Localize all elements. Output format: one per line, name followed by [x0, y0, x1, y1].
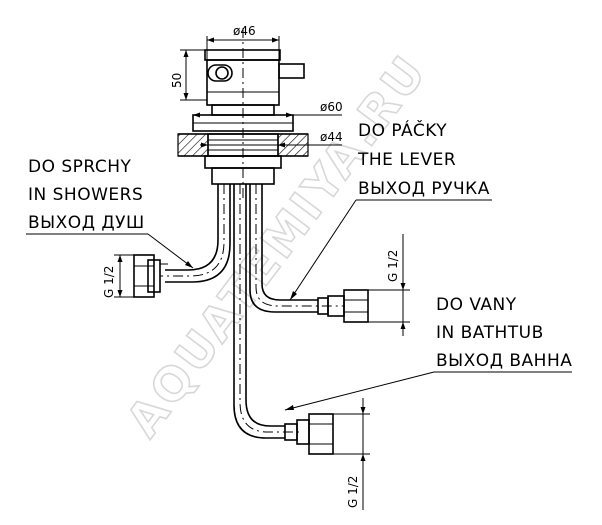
dim-hole: ø44	[200, 130, 343, 148]
dim-body-height: 50	[170, 49, 207, 101]
callout-bathtub: DO VANY IN BATHTUB ВЫХОД ВАННА	[284, 295, 572, 411]
dim-thread-middle: G 1/2	[368, 234, 410, 336]
dim-thread-left-label: G 1/2	[102, 266, 116, 298]
hose-shower	[133, 184, 231, 298]
dim-thread-bottom: G 1/2	[333, 398, 370, 510]
callout-shower: DO SPRCHY IN SHOWERS ВЫХОД ДУШ	[26, 157, 194, 269]
callout-shower-line-1: DO SPRCHY	[28, 157, 132, 177]
dim-body-diameter: ø46	[206, 24, 280, 60]
dim-body-diameter-label: ø46	[233, 24, 256, 38]
callout-shower-line-3: ВЫХОД ДУШ	[28, 213, 145, 233]
dim-thread-bottom-label: G 1/2	[346, 476, 360, 508]
dim-body-height-label: 50	[170, 73, 184, 88]
callout-bathtub-line-2: IN BATHTUB	[436, 323, 544, 343]
hose-bathtub	[233, 184, 334, 455]
dim-thread-middle-label: G 1/2	[386, 250, 400, 282]
callout-lever-line-3: ВЫХОД РУЧКА	[358, 179, 490, 199]
callout-lever-line-2: THE LEVER	[357, 150, 456, 170]
callout-lever-line-1: DO PÁČKY	[358, 119, 447, 141]
callout-bathtub-line-1: DO VANY	[436, 295, 517, 315]
callout-lever: DO PÁČKY THE LEVER ВЫХОД РУЧКА	[289, 119, 492, 301]
dim-flange: ø60	[193, 100, 343, 118]
dim-flange-label: ø60	[320, 100, 343, 114]
dim-hole-label: ø44	[320, 130, 343, 144]
callout-shower-line-2: IN SHOWERS	[28, 185, 143, 205]
dim-thread-left: G 1/2	[102, 254, 134, 298]
callout-bathtub-line-3: ВЫХОД ВАННА	[436, 351, 572, 371]
lever-knob-icon	[215, 66, 229, 80]
hose-lever	[249, 184, 369, 323]
